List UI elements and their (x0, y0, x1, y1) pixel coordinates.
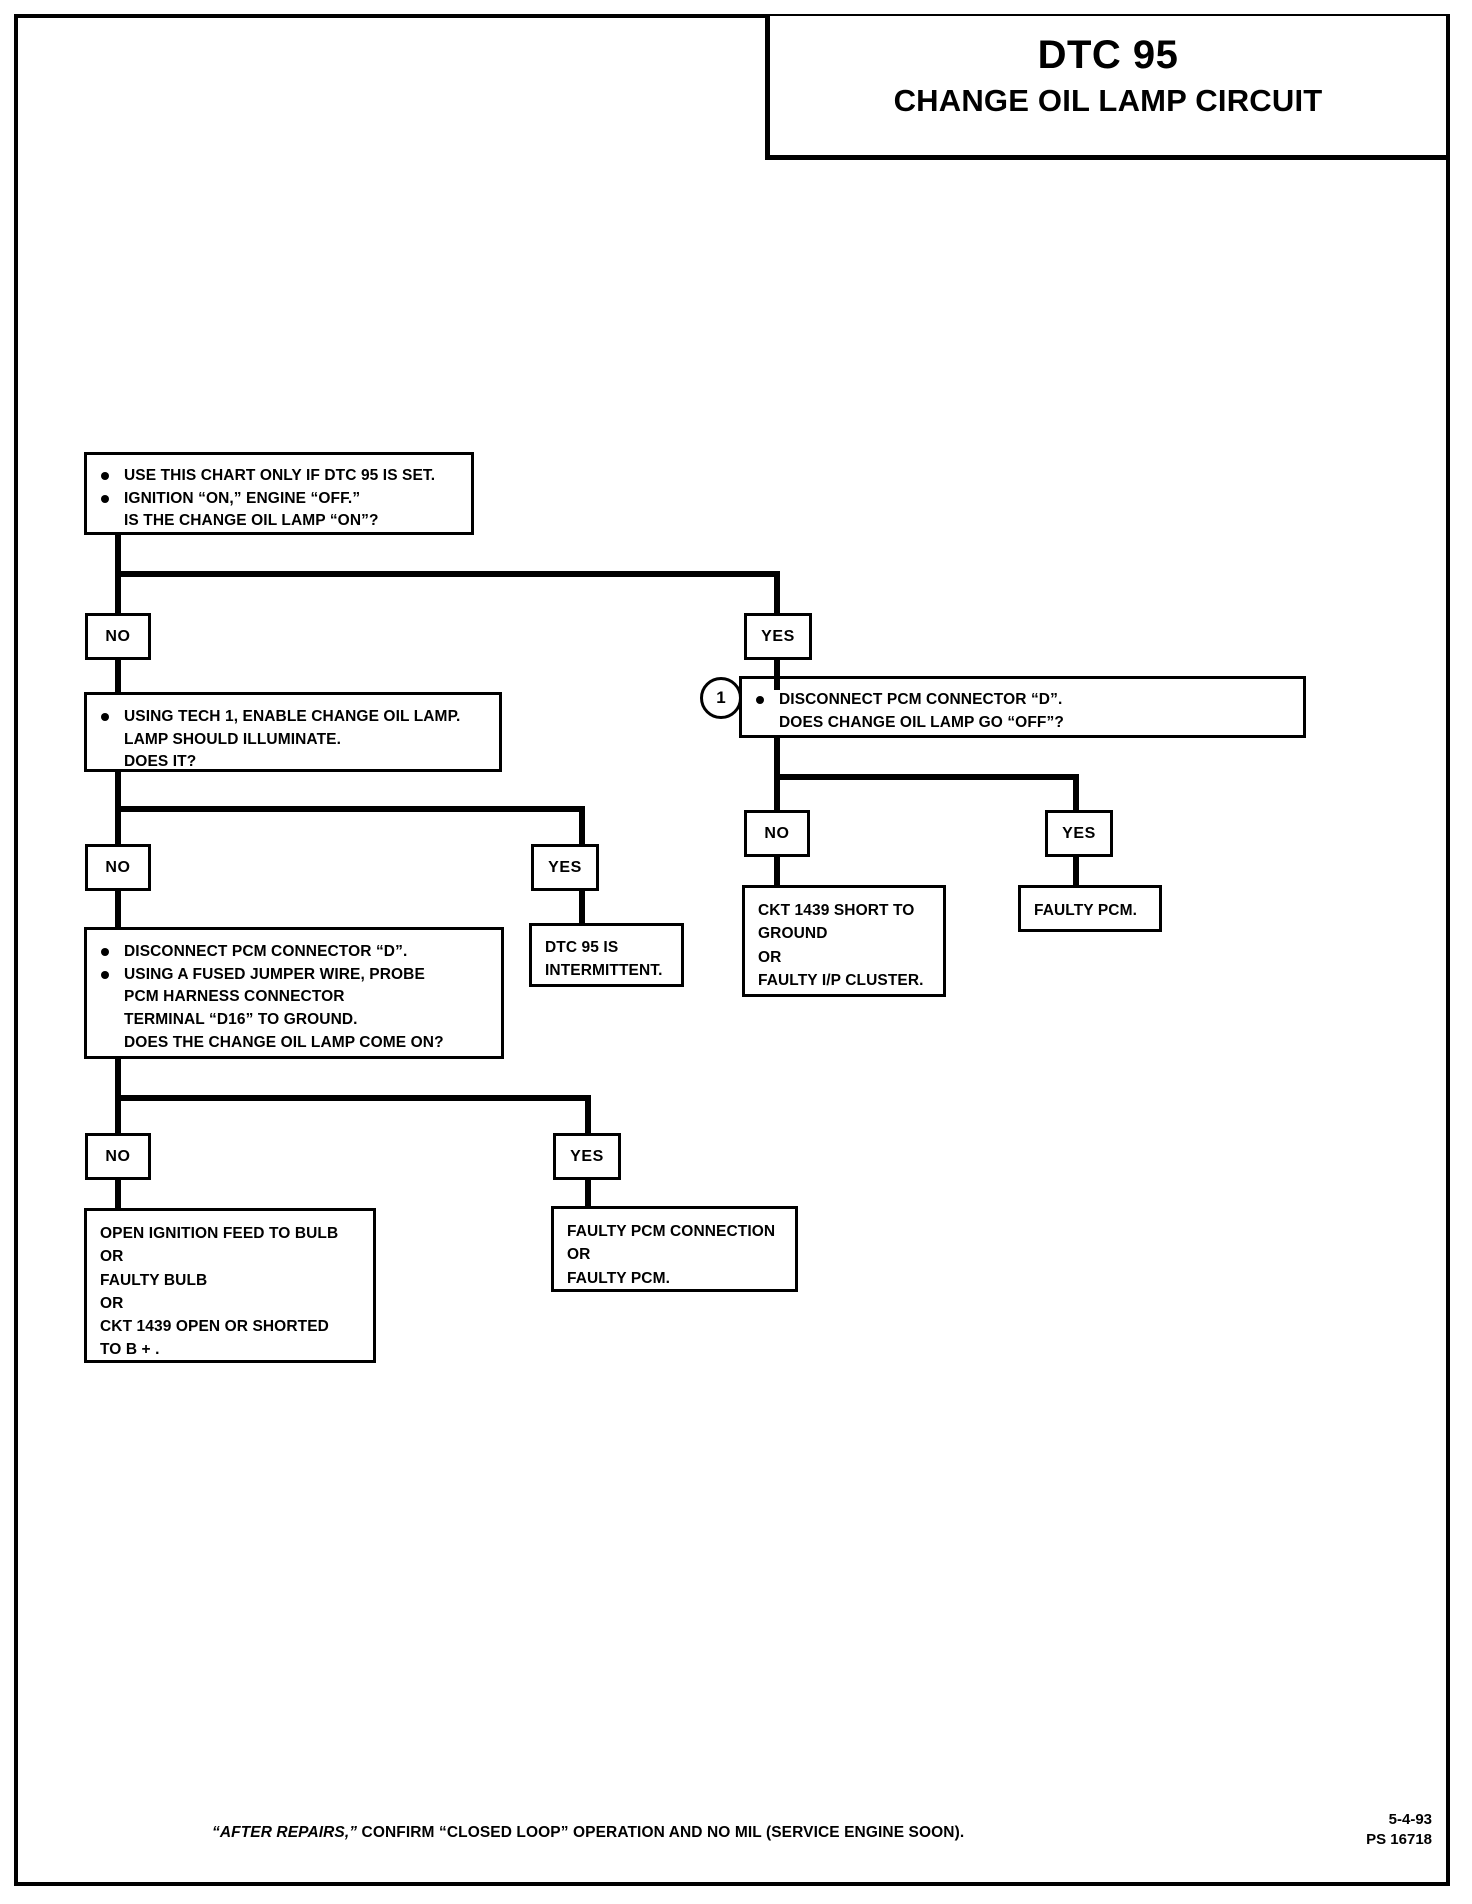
line-tech1-bus (115, 806, 585, 812)
line-jumper-bus (115, 1095, 591, 1101)
intermittent-text: DTC 95 IS INTERMITTENT. (545, 939, 663, 980)
branch3-no-label: NO (85, 1133, 151, 1180)
bullet-icon (101, 970, 109, 979)
jumper-box: DISCONNECT PCM CONNECTOR “D”. USING A FU… (84, 927, 504, 1059)
line-tech1-bus-left-drop (115, 806, 121, 846)
jumper-bullet-2-text: USING A FUSED JUMPER WIRE, PROBE PCM HAR… (124, 965, 444, 1051)
line-no1-down (115, 658, 121, 694)
line-disconnect-bus-left-drop (774, 774, 780, 812)
branch1-no-label: NO (85, 613, 151, 660)
ckt-short-box: CKT 1439 SHORT TO GROUND OR FAULTY I/P C… (742, 885, 946, 997)
branch2-yes-label: YES (531, 844, 599, 891)
start-bullet-1-text: USE THIS CHART ONLY IF DTC 95 IS SET. (124, 467, 436, 484)
bullet-icon (756, 696, 764, 704)
line-disconnect-bus-right-drop (1073, 774, 1079, 812)
bullet-icon (101, 948, 109, 956)
disconnect-d-box: DISCONNECT PCM CONNECTOR “D”. DOES CHANG… (739, 676, 1306, 738)
disconnect-d-bullet-1-text: DISCONNECT PCM CONNECTOR “D”. DOES CHANG… (779, 691, 1064, 731)
line-start-down (115, 535, 121, 577)
faulty-pcm-connection-box: FAULTY PCM CONNECTION OR FAULTY PCM. (551, 1206, 798, 1292)
title-block: DTC 95 CHANGE OIL LAMP CIRCUIT (765, 16, 1446, 160)
branch1-yes-label: YES (744, 613, 812, 660)
open-ignition-text: OPEN IGNITION FEED TO BULB OR FAULTY BUL… (100, 1225, 339, 1359)
page-subtitle: CHANGE OIL LAMP CIRCUIT (893, 83, 1323, 118)
bullet-icon (101, 494, 109, 503)
line-yes1-down (774, 658, 780, 690)
line-disconnect-bus (774, 774, 1079, 780)
branch3-yes-label: YES (553, 1133, 621, 1180)
footer-note: “AFTER REPAIRS,” CONFIRM “CLOSED LOOP” O… (212, 1824, 1212, 1842)
line-jumper-down (115, 1059, 121, 1101)
line-start-bus (115, 571, 780, 577)
branch3-yes-text: YES (570, 1147, 604, 1165)
line-tech1-down (115, 772, 121, 812)
line-no4-down (774, 855, 780, 887)
line-start-bus-left-drop (115, 571, 121, 615)
page-title: DTC 95 (1037, 33, 1179, 77)
tech1-bullet-1-text: USING TECH 1, ENABLE CHANGE OIL LAMP. LA… (124, 708, 461, 771)
jumper-bullet-1-text: DISCONNECT PCM CONNECTOR “D”. (124, 943, 408, 960)
start-bullet-1: USE THIS CHART ONLY IF DTC 95 IS SET. (101, 465, 459, 488)
branch4-no-label: NO (744, 810, 810, 857)
footer-date: 5-4-93 (1388, 1811, 1432, 1828)
disconnect-d-bullet-1: DISCONNECT PCM CONNECTOR “D”. DOES CHANG… (756, 689, 1291, 734)
footer-code-block: 5-4-93 PS 16718 (1366, 1810, 1432, 1850)
line-jumper-bus-left-drop (115, 1095, 121, 1135)
ckt-short-text: CKT 1439 SHORT TO GROUND OR FAULTY I/P C… (758, 902, 924, 989)
branch2-no-text: NO (105, 858, 131, 876)
line-jumper-bus-right-drop (585, 1095, 591, 1135)
line-yes4-down (1073, 855, 1079, 887)
line-disconnect-down (774, 738, 780, 780)
reference-marker-1-text: 1 (716, 688, 726, 707)
branch4-yes-label: YES (1045, 810, 1113, 857)
line-start-bus-right-drop (774, 571, 780, 615)
faulty-pcm-connection-text: FAULTY PCM CONNECTION OR FAULTY PCM. (567, 1223, 776, 1287)
branch4-no-text: NO (764, 824, 790, 842)
tech1-bullet-1: USING TECH 1, ENABLE CHANGE OIL LAMP. LA… (101, 706, 487, 774)
branch2-yes-text: YES (548, 858, 582, 876)
line-yes3-down (585, 1178, 591, 1208)
tech1-box: USING TECH 1, ENABLE CHANGE OIL LAMP. LA… (84, 692, 502, 772)
start-box: USE THIS CHART ONLY IF DTC 95 IS SET. IG… (84, 452, 474, 535)
branch2-no-label: NO (85, 844, 151, 891)
start-bullet-2: IGNITION “ON,” ENGINE “OFF.” IS THE CHAN… (101, 488, 459, 533)
jumper-bullet-1: DISCONNECT PCM CONNECTOR “D”. (101, 941, 489, 964)
faulty-pcm-box: FAULTY PCM. (1018, 885, 1162, 932)
branch1-no-text: NO (105, 627, 131, 645)
footer-note-italic: “AFTER REPAIRS,” (212, 1824, 358, 1841)
branch4-yes-text: YES (1062, 824, 1096, 842)
page-border (14, 14, 1450, 1886)
intermittent-box: DTC 95 IS INTERMITTENT. (529, 923, 684, 987)
line-tech1-bus-right-drop (579, 806, 585, 846)
open-ignition-box: OPEN IGNITION FEED TO BULB OR FAULTY BUL… (84, 1208, 376, 1363)
line-no3-down (115, 1178, 121, 1210)
branch3-no-text: NO (105, 1147, 131, 1165)
jumper-bullet-2: USING A FUSED JUMPER WIRE, PROBE PCM HAR… (101, 964, 489, 1055)
branch1-yes-text: YES (761, 627, 795, 645)
bullet-icon (101, 713, 109, 721)
footer-note-rest: CONFIRM “CLOSED LOOP” OPERATION AND NO M… (357, 1824, 965, 1841)
reference-marker-1: 1 (700, 677, 742, 719)
line-yes2-down (579, 889, 585, 925)
start-bullet-2-text: IGNITION “ON,” ENGINE “OFF.” IS THE CHAN… (124, 489, 379, 530)
bullet-icon (101, 472, 109, 480)
footer-code: PS 16718 (1366, 1830, 1432, 1848)
faulty-pcm-text: FAULTY PCM. (1034, 902, 1138, 919)
line-no2-down (115, 889, 121, 929)
